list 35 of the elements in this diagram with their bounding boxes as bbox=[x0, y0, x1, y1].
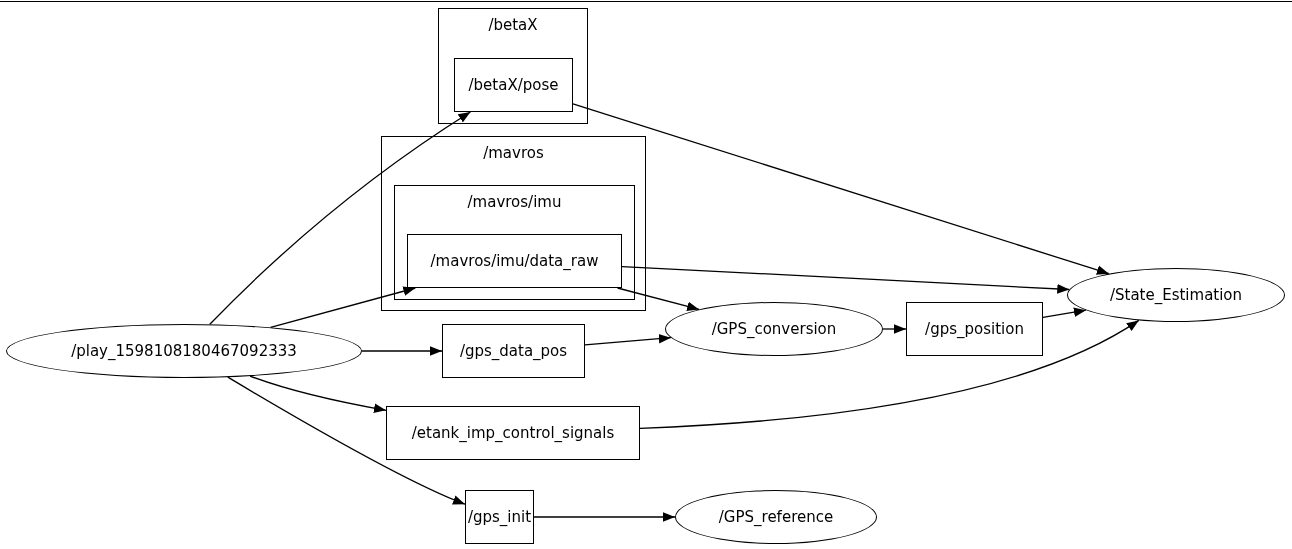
arrow bbox=[621, 265, 1070, 294]
node-label: /play_1598108180467092333 bbox=[71, 342, 297, 360]
arrow bbox=[1042, 307, 1087, 319]
topic-box bbox=[906, 302, 1043, 356]
topic-box bbox=[465, 490, 534, 544]
arrow bbox=[616, 287, 700, 311]
node-label: /mavros/imu/data_raw bbox=[430, 252, 599, 270]
node-label: /etank_imp_control_signals bbox=[411, 424, 615, 442]
topic-box bbox=[454, 58, 573, 112]
node-label: /mavros bbox=[483, 144, 544, 162]
arrow bbox=[269, 286, 416, 329]
arrow bbox=[533, 512, 676, 522]
node-label: /State_Estimation bbox=[1109, 286, 1243, 304]
arrow bbox=[361, 346, 443, 356]
arrow bbox=[882, 324, 907, 334]
arrow bbox=[209, 111, 472, 325]
arrow bbox=[639, 319, 1140, 429]
node-label: /GPS_reference bbox=[718, 508, 834, 526]
namespace-group bbox=[381, 136, 646, 311]
arrow bbox=[227, 376, 466, 505]
node-label: /GPS_conversion bbox=[711, 320, 837, 338]
topic-box bbox=[386, 406, 640, 460]
arrow bbox=[584, 333, 672, 346]
arrow bbox=[572, 103, 1110, 275]
namespace-group bbox=[438, 8, 588, 124]
arrow bbox=[249, 375, 387, 413]
node-label: /gps_position bbox=[925, 320, 1024, 338]
node-label: /mavros/imu bbox=[467, 193, 562, 211]
topic-box bbox=[407, 234, 622, 288]
node-label: /gps_init bbox=[467, 508, 532, 526]
node-label: /betaX/pose bbox=[468, 76, 559, 94]
namespace-group bbox=[394, 185, 635, 300]
node-label: /betaX bbox=[488, 16, 538, 34]
node-label: /gps_data_pos bbox=[459, 342, 568, 360]
topic-box bbox=[442, 324, 585, 378]
